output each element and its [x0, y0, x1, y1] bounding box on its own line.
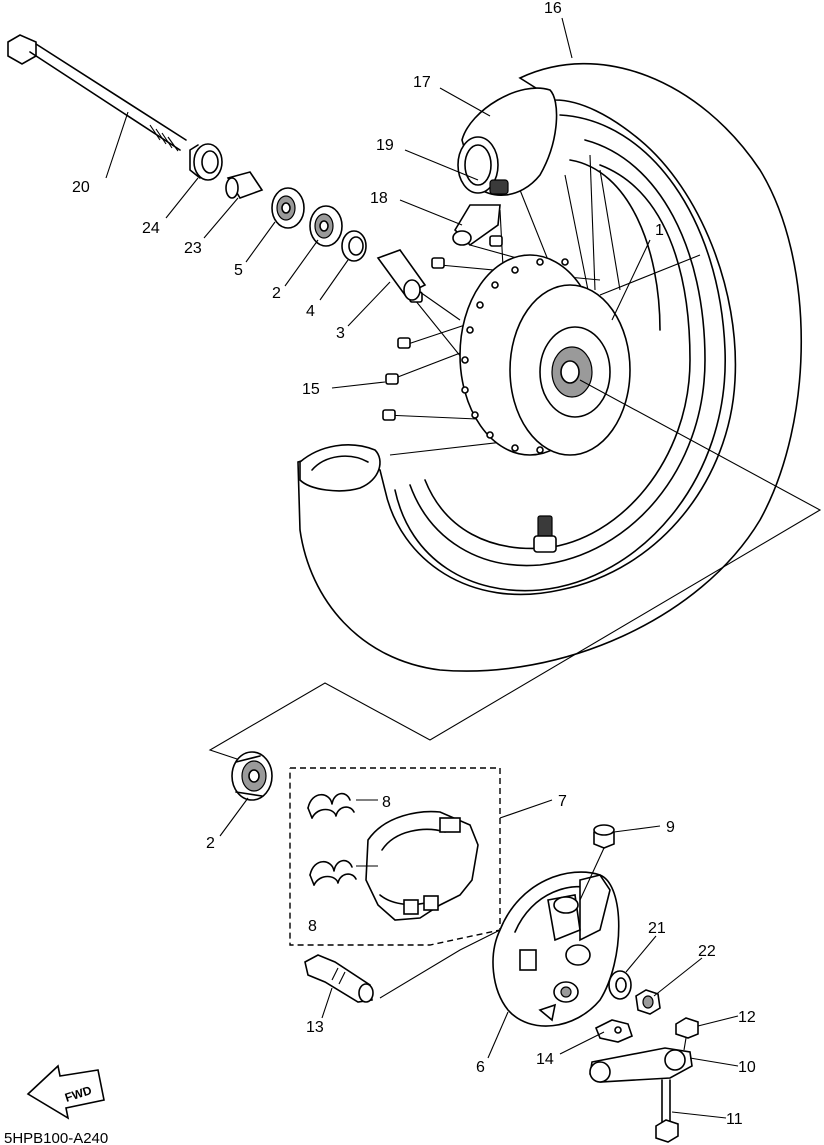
callout-14: 14: [536, 1051, 554, 1068]
spacer-short: [225, 171, 264, 199]
bearing-5: [271, 187, 305, 229]
camshaft-lever: [589, 1047, 693, 1083]
callout-7: 7: [558, 793, 567, 810]
callout-23: 23: [184, 240, 202, 257]
plug: [593, 824, 615, 849]
spring-lower: [309, 859, 357, 886]
callout-22: 22: [698, 943, 716, 960]
rim-lock: [299, 444, 381, 492]
seal-21: [608, 970, 632, 1000]
callout-5: 5: [234, 262, 243, 279]
bolt-11: [655, 1079, 679, 1143]
callout-12: 12: [738, 1009, 756, 1026]
callout-21: 21: [648, 920, 666, 937]
callout-18: 18: [370, 190, 388, 207]
spring-upper: [307, 792, 355, 819]
callout-labels: 16 17 19 18 1 20 24 23 5 2 4 3 15 2 7 8 …: [72, 0, 756, 1128]
rim-mid: [409, 139, 706, 567]
callout-11: 11: [726, 1111, 743, 1128]
callout-2-upper: 2: [272, 285, 281, 302]
leader-lines: [105, 17, 739, 1119]
rim-flange: [569, 159, 661, 331]
callout-9: 9: [666, 819, 675, 836]
oil-seal: [341, 230, 367, 262]
drawing-code: 5HPB100-A240: [4, 1130, 108, 1145]
spacer-long: [376, 249, 427, 301]
hub: [459, 254, 631, 456]
callout-16: 16: [544, 0, 562, 17]
callout-4: 4: [306, 303, 315, 320]
brake-shoe-kit: [289, 767, 501, 946]
nut-12: [675, 1017, 699, 1039]
rim-inner: [424, 164, 691, 550]
bearing-2-upper: [309, 205, 343, 247]
rim-outer: [394, 114, 726, 592]
bearing-2-lower: [231, 751, 273, 801]
valve-cap: [489, 179, 509, 195]
callout-3: 3: [336, 325, 345, 342]
callout-24: 24: [142, 220, 160, 237]
brake-shoe-kit-box: [289, 767, 501, 946]
wheel-assembly: [208, 62, 822, 761]
tube: [457, 87, 558, 196]
brake-cam: [304, 954, 374, 1003]
collar: [189, 143, 223, 181]
callout-2-lower: 2: [206, 835, 215, 852]
callout-20: 20: [72, 179, 90, 196]
callout-8-upper: 8: [382, 794, 391, 811]
callout-15: 15: [302, 381, 320, 398]
fwd-arrow-icon: FWD: [26, 1064, 105, 1120]
wear-indicator: [594, 1019, 633, 1043]
brake-plate-assembly: [231, 751, 699, 1143]
callout-19: 19: [376, 137, 394, 154]
valve-stem: [533, 515, 557, 553]
axle-components: [7, 34, 461, 321]
callout-17: 17: [413, 74, 431, 91]
callout-13: 13: [306, 1019, 324, 1036]
callout-6: 6: [476, 1059, 485, 1076]
tire: [297, 62, 803, 672]
callout-10: 10: [738, 1059, 756, 1076]
axle-alignment-line: [208, 379, 822, 761]
axle: [7, 34, 187, 152]
callout-8-lower: 8: [308, 918, 317, 935]
callout-1: 1: [655, 222, 664, 239]
